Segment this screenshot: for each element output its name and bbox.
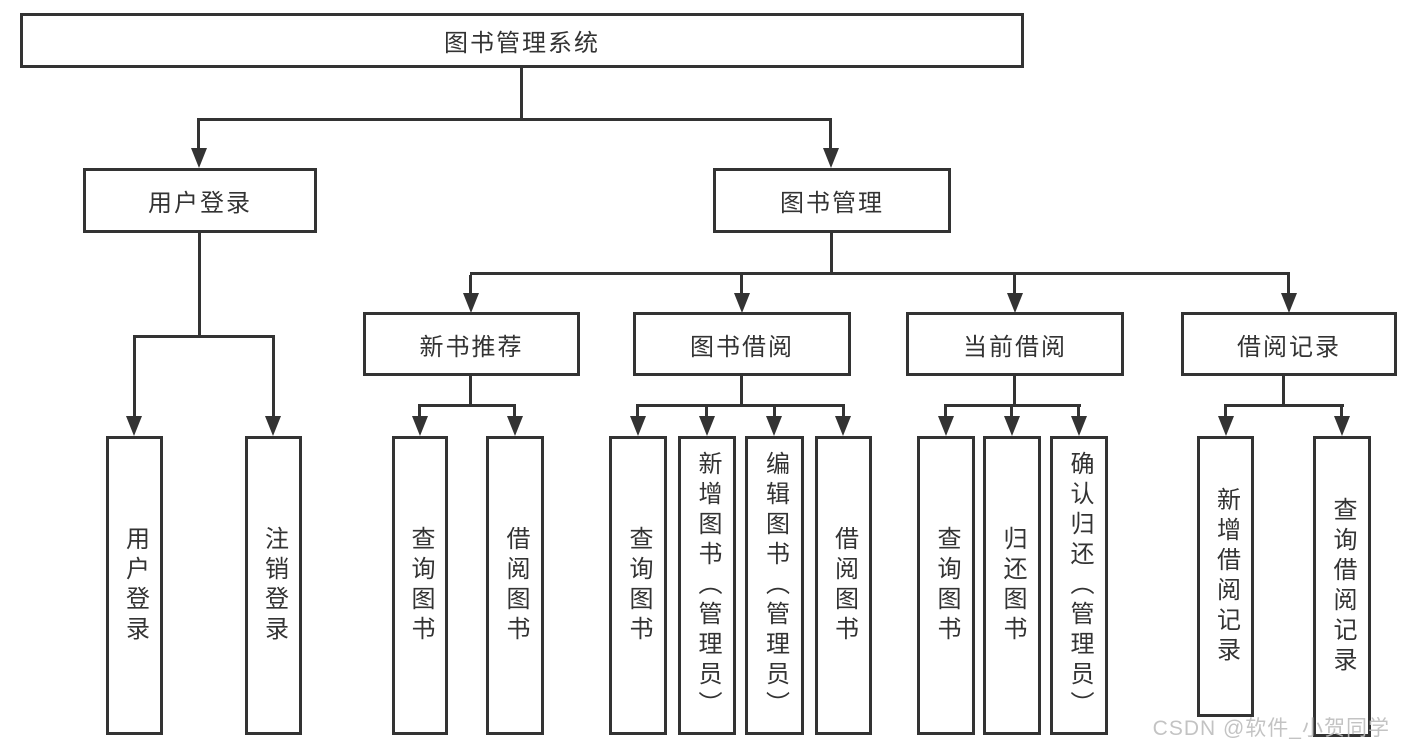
leaf-add-books-admin: 新增图书（管理员）	[678, 436, 736, 735]
connector-arrow	[938, 416, 954, 436]
connector-line	[1224, 407, 1227, 417]
leaf-user-login-label: 用户登录	[121, 525, 149, 646]
connector-line	[1013, 275, 1016, 293]
connector-line	[418, 407, 421, 417]
connector-arrow	[835, 416, 851, 436]
leaf-query-borrow-record-label: 查询借阅记录	[1329, 496, 1356, 677]
connector-arrow	[1007, 293, 1023, 313]
connector-line	[198, 233, 201, 335]
leaf-logout-label: 注销登录	[260, 525, 288, 646]
leaf-query-books-2-label: 查询图书	[625, 525, 652, 646]
connector-arrow	[1334, 416, 1350, 436]
leaf-logout: 注销登录	[245, 436, 302, 735]
node-root: 图书管理系统	[20, 13, 1024, 68]
leaf-borrow-books-1: 借阅图书	[486, 436, 544, 735]
leaf-user-login: 用户登录	[106, 436, 163, 735]
connector-arrow	[1281, 293, 1297, 313]
node-book-mgmt: 图书管理	[713, 168, 951, 233]
connector-arrow	[126, 416, 142, 436]
connector-line	[1340, 407, 1343, 417]
connector-arrow	[630, 416, 646, 436]
connector-arrow	[1218, 416, 1234, 436]
connector-arrow	[766, 416, 782, 436]
connector-line	[1287, 275, 1290, 293]
leaf-edit-books-admin: 编辑图书（管理员）	[745, 436, 804, 735]
connector-arrow	[507, 416, 523, 436]
connector-line	[469, 376, 472, 407]
leaf-query-books-1-label: 查询图书	[407, 525, 434, 646]
connector-line	[1224, 404, 1344, 407]
node-root-label: 图书管理系统	[444, 30, 600, 57]
node-current-borrow: 当前借阅	[906, 312, 1124, 376]
connector-line	[198, 118, 832, 121]
connector-line	[636, 404, 845, 407]
node-new-book-rec: 新书推荐	[363, 312, 580, 376]
connector-line	[773, 407, 776, 417]
connector-arrow	[463, 293, 479, 313]
leaf-return-books-label: 归还图书	[999, 525, 1026, 646]
connector-arrow	[1071, 416, 1087, 436]
node-borrow-record-label: 借阅记录	[1237, 333, 1341, 361]
node-book-borrow: 图书借阅	[633, 312, 851, 376]
leaf-return-books: 归还图书	[983, 436, 1041, 735]
leaf-borrow-books-1-label: 借阅图书	[502, 525, 529, 646]
connector-arrow	[191, 148, 207, 168]
connector-line	[1077, 407, 1080, 417]
connector-line	[272, 338, 275, 416]
node-user-login-label: 用户登录	[148, 190, 252, 217]
connector-line	[740, 275, 743, 293]
leaf-confirm-return-admin: 确认归还（管理员）	[1050, 436, 1108, 735]
leaf-query-books-3-label: 查询图书	[933, 525, 960, 646]
node-current-borrow-label: 当前借阅	[963, 333, 1067, 361]
connector-arrow	[734, 293, 750, 313]
connector-line	[636, 407, 639, 417]
leaf-query-books-3: 查询图书	[917, 436, 975, 735]
connector-line	[1013, 376, 1016, 407]
connector-line	[520, 68, 523, 118]
leaf-borrow-books-2: 借阅图书	[815, 436, 872, 735]
node-user-login: 用户登录	[83, 168, 317, 233]
leaf-query-books-2: 查询图书	[609, 436, 667, 735]
node-borrow-record: 借阅记录	[1181, 312, 1397, 376]
connector-line	[470, 272, 1290, 275]
connector-line	[705, 407, 708, 417]
leaf-query-borrow-record: 查询借阅记录	[1313, 436, 1371, 737]
connector-line	[1010, 407, 1013, 417]
connector-line	[944, 404, 1081, 407]
leaf-edit-books-admin-label: 编辑图书（管理员）	[761, 450, 789, 721]
connector-arrow	[699, 416, 715, 436]
connector-line	[842, 407, 845, 417]
connector-arrow	[412, 416, 428, 436]
node-book-borrow-label: 图书借阅	[690, 333, 794, 361]
connector-line	[1282, 376, 1285, 407]
csdn-watermark: CSDN @软件_小贺同学	[1152, 717, 1390, 740]
leaf-add-borrow-record: 新增借阅记录	[1197, 436, 1254, 717]
connector-line	[197, 118, 200, 148]
connector-line	[830, 233, 833, 272]
leaf-confirm-return-admin-label: 确认归还（管理员）	[1066, 450, 1093, 721]
connector-line	[944, 407, 947, 417]
connector-line	[469, 275, 472, 293]
connector-line	[829, 118, 832, 148]
connector-arrow	[1004, 416, 1020, 436]
leaf-add-borrow-record-label: 新增借阅记录	[1212, 486, 1240, 667]
node-new-book-rec-label: 新书推荐	[419, 333, 524, 361]
connector-line	[133, 338, 136, 416]
connector-line	[133, 335, 275, 338]
leaf-add-books-admin-label: 新增图书（管理员）	[694, 450, 721, 721]
connector-line	[418, 404, 516, 407]
leaf-borrow-books-2-label: 借阅图书	[830, 525, 858, 646]
connector-line	[513, 407, 516, 417]
connector-arrow	[823, 148, 839, 168]
connector-line	[740, 376, 743, 407]
connector-arrow	[265, 416, 281, 436]
leaf-query-books-1: 查询图书	[392, 436, 448, 735]
node-book-mgmt-label: 图书管理	[780, 190, 884, 217]
